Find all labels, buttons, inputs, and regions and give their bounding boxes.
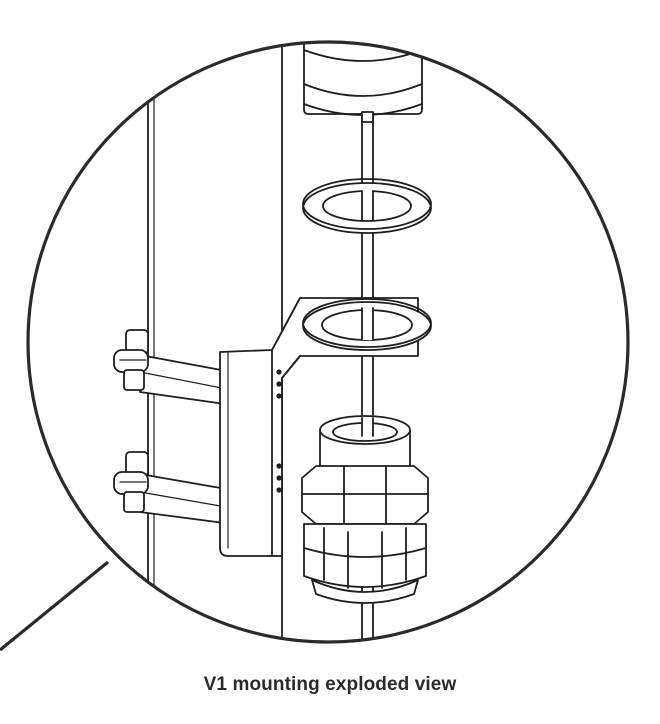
clamp-screw-lower [113,451,149,513]
clamp-screw-upper [113,329,149,391]
diagram-caption: V1 mounting exploded view [203,674,457,695]
cable-gland [301,415,429,604]
magnifier-circle [26,40,630,644]
callout-leader-line [0,560,110,652]
pole [147,42,283,642]
zoomed-detail [113,42,432,642]
upper-washer [302,178,432,234]
bracket-holes [276,369,282,493]
top-cap [303,42,423,123]
lower-washer [302,298,432,351]
